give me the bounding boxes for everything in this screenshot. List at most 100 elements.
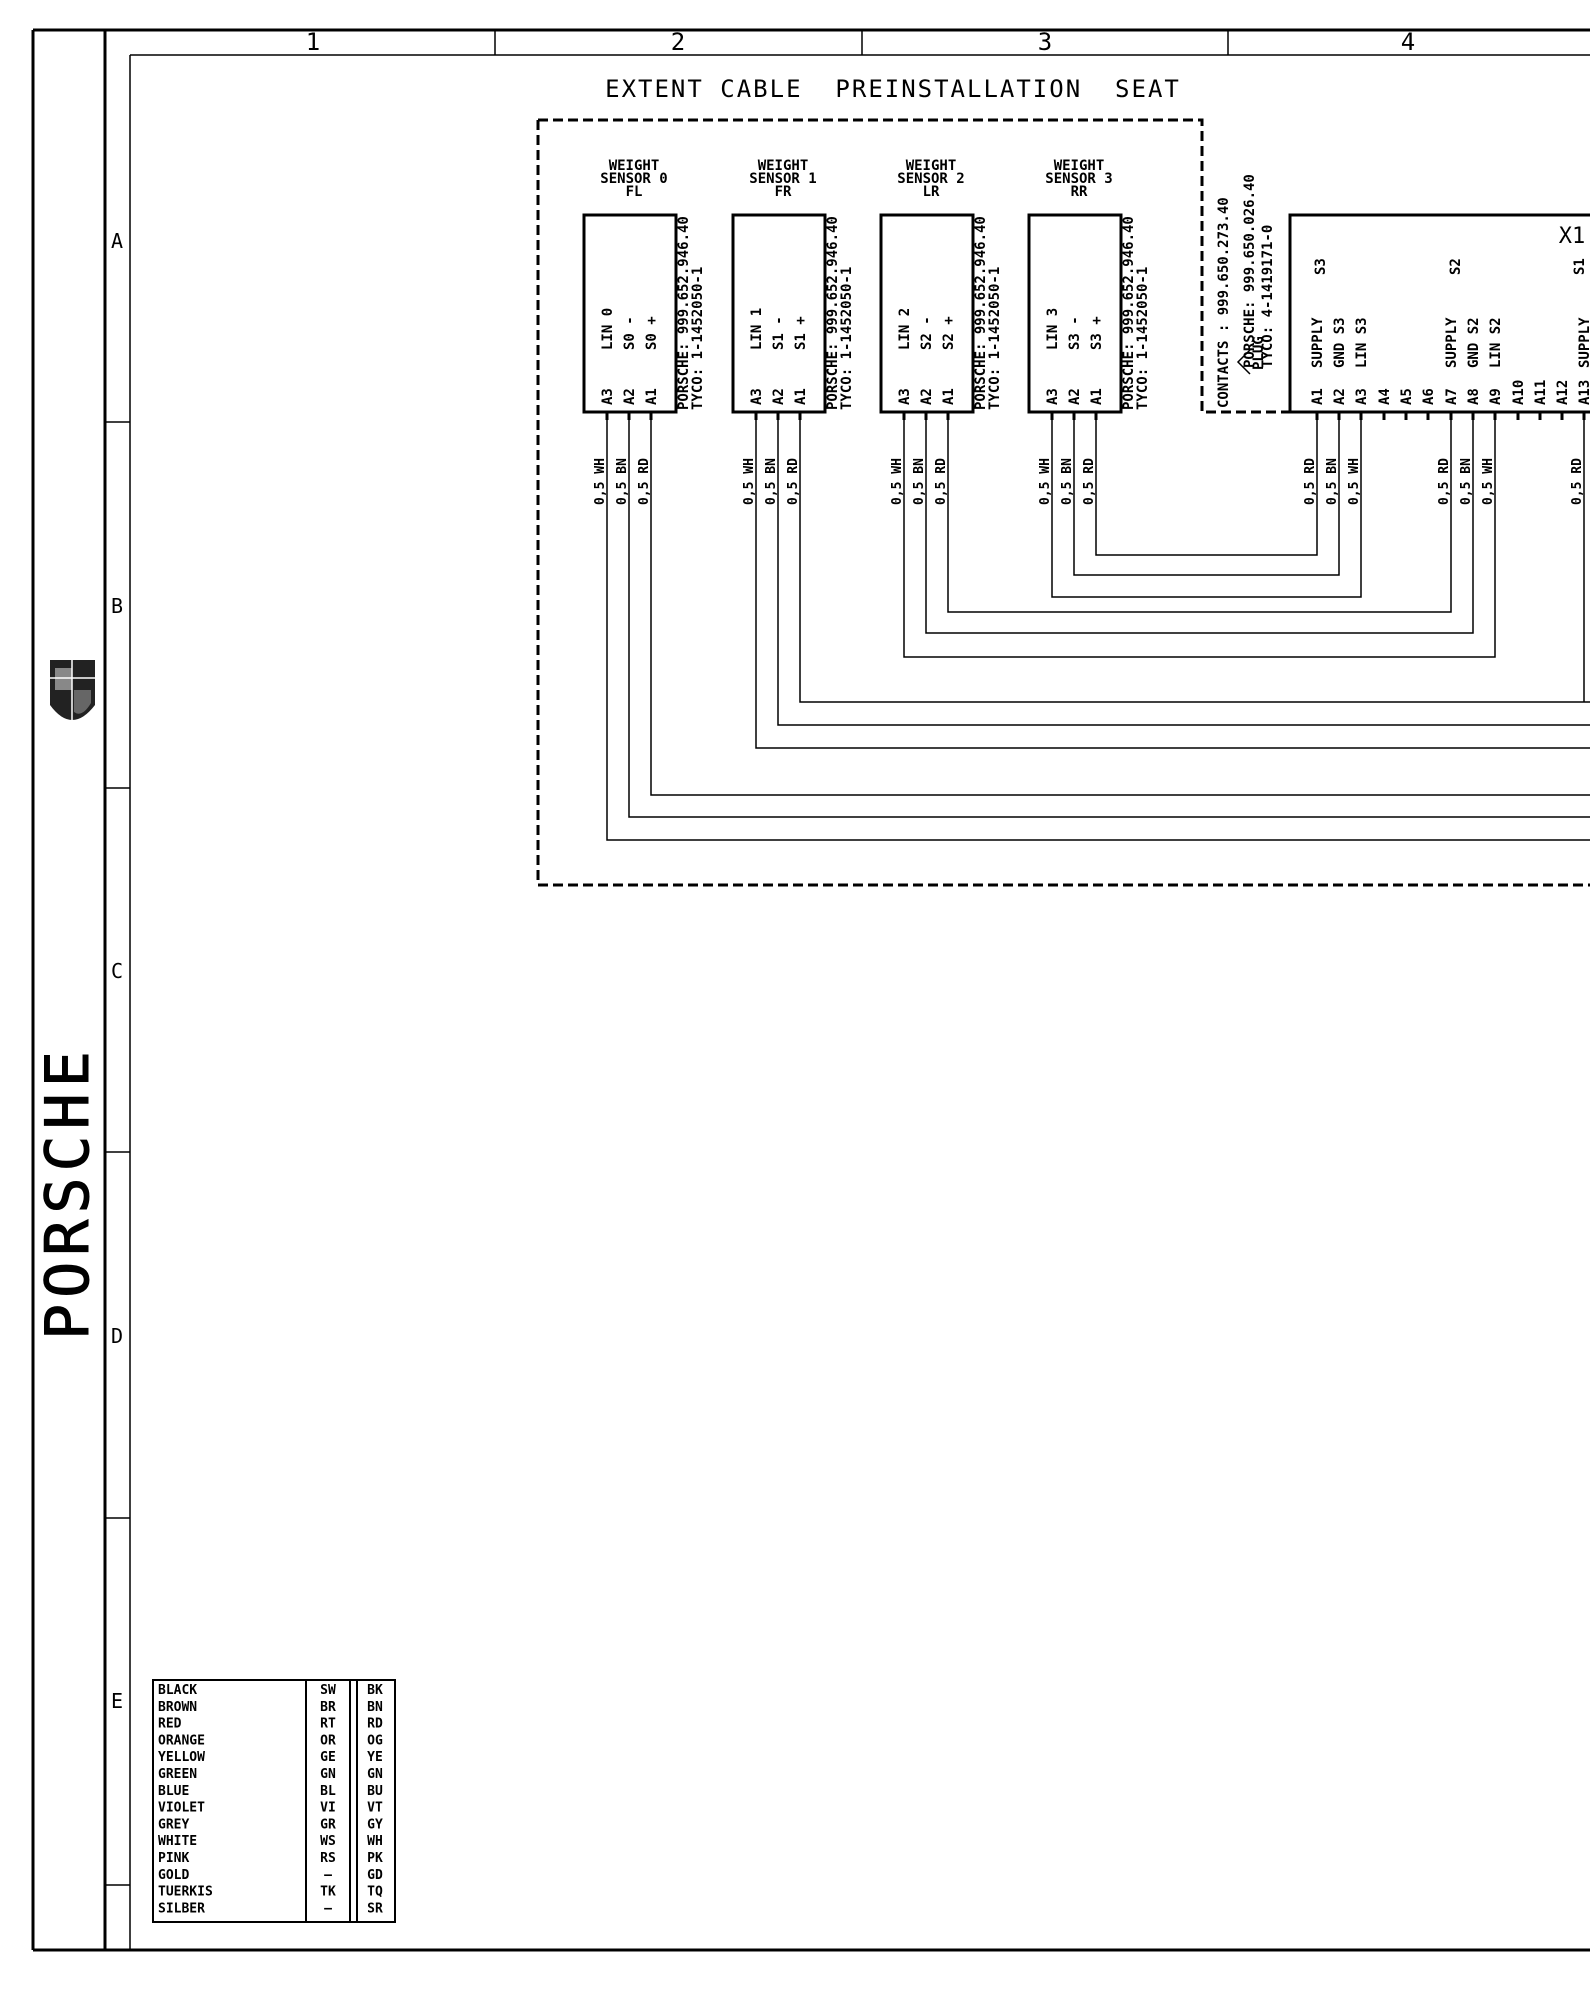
plug-wire-label: 0,5 BN: [1459, 458, 1474, 505]
sensor-part-porsche: PORSCHE: 999.652.946.40: [676, 216, 692, 410]
sensor-wire-label: 0,5 RD: [934, 458, 949, 505]
sensor-wire-label: 0,5 RD: [637, 458, 652, 505]
legend-color-name: PINK: [158, 1851, 189, 1866]
sensor-pin-id: A1: [793, 388, 809, 405]
sensor-name-line: WEIGHT: [758, 158, 809, 174]
sensor-wire-label: 0,5 BN: [764, 458, 779, 505]
legend-code-en: BK: [367, 1683, 383, 1698]
legend-code-de: VI: [320, 1801, 336, 1816]
legend-color-name: BLUE: [158, 1784, 189, 1799]
sensor-name-line: WEIGHT: [1054, 158, 1105, 174]
wire-route: [903, 420, 1496, 658]
plug-pin-id: A4: [1377, 388, 1393, 405]
plug-pin-label: LIN S3: [1354, 317, 1370, 368]
plug-tyco-part: TYCO: 4-1419171-0: [1260, 225, 1276, 368]
sensor-name-line: SENSOR 2: [897, 171, 964, 187]
plug-pin-id: A1: [1310, 388, 1326, 405]
legend-code-de: OR: [320, 1733, 336, 1748]
legend-code-de: WS: [320, 1834, 336, 1849]
legend-color-name: GREY: [158, 1817, 189, 1832]
sensor-part-porsche: PORSCHE: 999.652.946.40: [1121, 216, 1137, 410]
column-label-4: 4: [1401, 28, 1415, 56]
wire-route: [628, 420, 1590, 818]
plug-wire-label: 0,5 RD: [1437, 458, 1452, 505]
legend-code-en: RD: [367, 1717, 383, 1732]
legend-color-name: TUERKIS: [158, 1885, 213, 1900]
sensor-name-line: SENSOR 3: [1045, 171, 1112, 187]
plug-wire-label: 0,5 BN: [1325, 458, 1340, 505]
sensor-name-line: SENSOR 1: [749, 171, 816, 187]
sensor-connector-body: [731, 213, 827, 414]
plug-pin-id: A5: [1399, 388, 1415, 405]
legend-code-en: GN: [367, 1767, 383, 1782]
plug-pin-id: A8: [1466, 388, 1482, 405]
sensor-connector-body: [879, 213, 975, 414]
legend-color-name: YELLOW: [158, 1750, 205, 1765]
plug-name: X1: [1559, 224, 1586, 249]
legend-code-de: GE: [320, 1750, 336, 1765]
row-label-B: B: [111, 594, 123, 618]
plug-pin-label: LIN S2: [1488, 317, 1504, 368]
legend-code-en: OG: [367, 1733, 383, 1748]
legend-code-de: BL: [320, 1784, 336, 1799]
legend-code-en: TQ: [367, 1885, 383, 1900]
legend-color-name: RED: [158, 1717, 182, 1732]
sensor-connector-body: [1027, 213, 1123, 414]
legend-color-name: WHITE: [158, 1834, 197, 1849]
wire-route: [799, 420, 1590, 703]
sensor-wire-label: 0,5 WH: [593, 458, 608, 505]
legend-color-name: BROWN: [158, 1700, 197, 1715]
wire-route: [1051, 420, 1362, 598]
plug-contacts: CONTACTS : 999.650.273.40: [1216, 197, 1232, 408]
legend-color-name: ORANGE: [158, 1733, 205, 1748]
sensor-wire-label: 0,5 BN: [912, 458, 927, 505]
sensor-pin-id: A1: [644, 388, 660, 405]
sensor-pin-id: A3: [897, 388, 913, 405]
legend-code-de: BR: [320, 1700, 336, 1715]
plug-pin-label: SUPPLY: [1310, 317, 1326, 368]
legend-code-en: BU: [367, 1784, 383, 1799]
legend-code-de: —: [324, 1901, 332, 1916]
legend-code-en: GY: [367, 1817, 383, 1832]
sensor-wire-label: 0,5 RD: [786, 458, 801, 505]
column-label-1: 1: [306, 28, 320, 56]
column-label-2: 2: [671, 28, 685, 56]
sensor-wire-label: 0,5 RD: [1082, 458, 1097, 505]
sensor-pin-label: S3 +: [1089, 316, 1105, 350]
column-label-3: 3: [1038, 28, 1052, 56]
legend-code-en: SR: [367, 1901, 383, 1916]
sensor-pin-id: A2: [771, 388, 787, 405]
sensor-pin-label: S0 -: [622, 316, 638, 350]
sensor-pin-label: S0 +: [644, 316, 660, 350]
sensor-pin-label: LIN 0: [600, 308, 616, 350]
sensor-name-line: SENSOR 0: [600, 171, 667, 187]
plug-pin-id: A6: [1421, 388, 1437, 405]
legend-color-name: SILBER: [158, 1901, 205, 1916]
legend-color-name: BLACK: [158, 1683, 197, 1698]
sensor-wire-label: 0,5 WH: [742, 458, 757, 505]
legend-code-de: TK: [320, 1885, 336, 1900]
brand-wordmark: PORSCHE: [33, 1045, 103, 1340]
plug-pin-id: A7: [1444, 388, 1460, 405]
legend-code-de: —: [324, 1868, 332, 1883]
plug-group-s3: S3: [1313, 258, 1329, 275]
plug-pin-id: A11: [1533, 380, 1549, 405]
row-label-D: D: [111, 1324, 123, 1348]
plug-pin-id: A10: [1511, 380, 1527, 405]
plug-pin-label: GND S2: [1466, 317, 1482, 368]
plug-group-s1: S1: [1572, 258, 1588, 275]
sensor-pin-id: A1: [941, 388, 957, 405]
sensor-pin-id: A3: [1045, 388, 1061, 405]
sensor-pin-id: A2: [622, 388, 638, 405]
wire-route: [1073, 420, 1340, 576]
sensor-part-porsche: PORSCHE: 999.652.946.40: [973, 216, 989, 410]
sensor-part-tyco: TYCO: 1-1452050-1: [987, 267, 1003, 410]
plug-pin-id: A9: [1488, 388, 1504, 405]
diagram-title: EXTENT CABLE PREINSTALLATION SEAT: [605, 75, 1181, 103]
plug-pin-label: GND S3: [1332, 317, 1348, 368]
sensor-pin-id: A2: [919, 388, 935, 405]
